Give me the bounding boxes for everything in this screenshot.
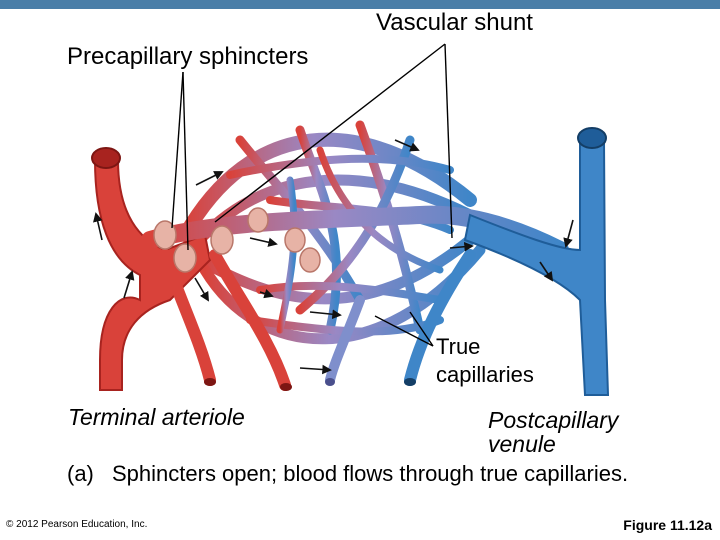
sphincter-ring: [210, 225, 234, 255]
flow-arrow: [194, 277, 209, 302]
flow-arrow: [539, 261, 554, 282]
flow-arrow: [195, 171, 224, 186]
sphincter-ring: [284, 227, 306, 253]
flow-arrow: [249, 237, 278, 247]
leader-line-precapillary: [182, 71, 189, 251]
vascular-shunt-vessel: [141, 205, 569, 259]
sphincter-ring: [247, 207, 269, 233]
flow-arrow: [93, 212, 103, 241]
leader-line-true-capillaries: [374, 315, 434, 347]
flow-arrow: [394, 139, 420, 152]
caption-text: Sphincters open; blood flows through tru…: [112, 461, 629, 486]
header-bar: [0, 0, 720, 9]
sphincter-ring: [153, 220, 177, 250]
sphincter-ring: [299, 247, 321, 273]
label-vascular-shunt: Vascular shunt: [376, 9, 533, 36]
label-precapillary-sphincters: Precapillary sphincters: [67, 43, 309, 70]
true-capillary-network: [178, 120, 486, 345]
label-terminal-arteriole: Terminal arteriole: [68, 404, 245, 430]
copyright-notice: © 2012 Pearson Education, Inc.: [6, 519, 148, 530]
flow-arrow: [449, 241, 474, 252]
figure-number: Figure 11.12a: [623, 517, 712, 533]
leader-line-true-capillaries: [409, 311, 434, 347]
flow-arrow: [309, 309, 342, 320]
caption-part-letter: (a): [67, 461, 94, 486]
terminal-arteriole-vessel: [91, 147, 292, 391]
leader-lines: [171, 43, 453, 347]
flow-arrow: [299, 364, 332, 375]
leader-line-precapillary: [171, 71, 184, 229]
flow-arrow: [563, 219, 574, 248]
label-true-capillaries: True capillaries: [436, 334, 534, 387]
flow-arrows: [93, 139, 574, 375]
precapillary-sphincter-rings: [153, 207, 321, 273]
sphincter-ring: [173, 243, 197, 273]
label-postcapillary-venule: Postcapillary venule: [488, 407, 619, 457]
flow-arrow: [259, 289, 274, 299]
flow-arrow: [123, 270, 135, 299]
leader-line-vascular-shunt: [444, 43, 453, 239]
leader-line-vascular-shunt: [214, 43, 446, 223]
